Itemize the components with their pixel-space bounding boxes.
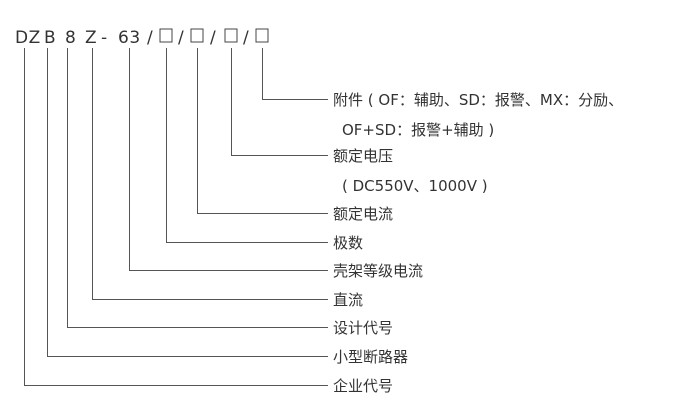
label-rated-voltage: 额定电压 (333, 147, 393, 165)
code-box-accessory: □ (255, 28, 269, 43)
code-slash-2: / (178, 28, 184, 48)
code-slash-4: / (243, 28, 249, 48)
label-dc: 直流 (333, 291, 363, 309)
code-frame-current: 63 (118, 28, 141, 48)
leader-frame-current (129, 48, 328, 271)
code-slash-1: / (147, 28, 153, 48)
leader-enterprise (24, 48, 328, 386)
leader-dc (92, 48, 328, 300)
labels: 附件 ( OF：辅助、SD：报警、MX：分励、 OF+SD：报警+辅助 ) 额定… (333, 91, 623, 395)
code-dash: - (101, 28, 108, 48)
leader-accessory (262, 48, 328, 100)
code-breaker-type: B (44, 28, 56, 48)
label-accessory-line2: OF+SD：报警+辅助 ) (342, 121, 494, 139)
leader-rated-voltage (231, 48, 328, 156)
leader-lines (24, 48, 328, 386)
leader-design (67, 48, 328, 328)
label-rated-current: 额定电流 (333, 205, 393, 223)
label-design-code: 设计代号 (333, 319, 393, 337)
label-frame-current: 壳架等级电流 (333, 262, 423, 280)
leader-breaker-type (47, 48, 328, 357)
label-enterprise-code: 企业代号 (333, 377, 393, 395)
code-box-rated-voltage: □ (224, 28, 238, 43)
code-design: 8 (65, 28, 76, 48)
label-accessory-line1: 附件 ( OF：辅助、SD：报警、MX：分励、 (333, 91, 623, 109)
model-code: DZ B 8 Z - 63 / □ / □ / □ / □ (15, 28, 269, 48)
label-mcb: 小型断路器 (333, 348, 408, 366)
code-slash-3: / (210, 28, 216, 48)
leader-rated-current (197, 48, 328, 214)
label-rated-voltage-range: ( DC550V、1000V ) (342, 177, 488, 195)
label-poles: 极数 (333, 234, 363, 252)
code-dc: Z (85, 28, 97, 48)
code-box-rated-current: □ (190, 28, 204, 43)
code-box-poles: □ (159, 28, 173, 43)
leader-poles (166, 48, 328, 243)
code-enterprise: DZ (15, 28, 41, 48)
